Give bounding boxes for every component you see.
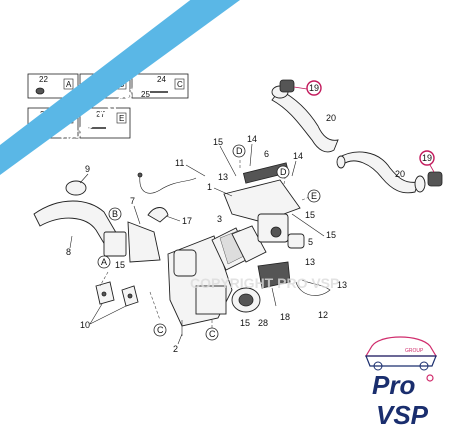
heater-housing: [167, 235, 233, 336]
clip-icon: [35, 87, 45, 95]
legend-num-27: 27: [96, 110, 105, 119]
callout-1: 1: [207, 182, 212, 192]
callout-19-right-ring: [419, 150, 435, 166]
callout-6: 6: [264, 149, 269, 159]
legend-letter-e: E: [119, 114, 124, 123]
legend-letter-c: C: [177, 80, 183, 89]
marker-d-1: D: [236, 146, 243, 156]
callout-15-right: 15: [326, 230, 336, 240]
copyright-watermark: COPYRIGHT PRO VSP: [190, 275, 339, 291]
callout-2: 2: [173, 344, 178, 354]
marker-c-1: C: [157, 325, 164, 335]
callout-15-bottom: 15: [240, 318, 250, 328]
brackets-10: [95, 281, 139, 307]
marker-a: A: [101, 257, 107, 267]
marker-e: E: [311, 191, 317, 201]
logo-vsp-text: VSP: [376, 400, 429, 430]
letter-markers: A B C C C D D E: [97, 144, 321, 341]
marker-c-2: C: [209, 329, 216, 339]
heater-core-1: [223, 162, 301, 243]
motor-5: [287, 233, 305, 249]
hose-20-right: [336, 151, 443, 194]
marker-b: B: [112, 209, 118, 219]
callout-13-mid: 13: [305, 257, 315, 267]
callout-11: 11: [175, 158, 184, 168]
website-banner: pro-pieces-vsp.com: [0, 0, 240, 175]
clamp-9: [65, 180, 87, 196]
callout-13-top: 13: [218, 172, 228, 182]
callout-15-left: 15: [115, 260, 125, 270]
callout-17: 17: [182, 216, 192, 226]
resistor-18: [257, 261, 291, 307]
callout-20-right: 20: [395, 169, 405, 179]
callout-13-right: 13: [337, 280, 347, 290]
pipe-17: [147, 207, 169, 223]
legend-num-22: 22: [39, 75, 48, 84]
marker-d-2: D: [280, 167, 287, 177]
cable-12: [295, 279, 331, 296]
logo-pro-text: Pro: [372, 370, 415, 400]
callout-20-upper: 20: [326, 113, 336, 123]
logo-group-text: GROUP: [405, 348, 424, 354]
duct-8: [33, 200, 127, 257]
callout-5: 5: [308, 237, 313, 247]
bracket-7: [127, 221, 161, 263]
callout-7: 7: [130, 196, 135, 206]
callout-14-right: 14: [293, 151, 303, 161]
callout-10: 10: [80, 320, 90, 330]
callout-18: 18: [280, 312, 290, 322]
cable-11: [137, 172, 197, 194]
callout-15-top: 15: [213, 137, 223, 147]
callout-28: 28: [258, 318, 268, 328]
callout-12: 12: [318, 310, 328, 320]
callout-14-left: 14: [247, 134, 257, 144]
legend-num-24: 24: [157, 75, 166, 84]
callout-19-right: 19: [422, 153, 432, 163]
connector-19-upper: [279, 79, 295, 93]
callout-15-mid: 15: [305, 210, 315, 220]
pro-vsp-logo: GROUP Pro VSP: [364, 336, 438, 430]
callout-19-upper-ring: [306, 80, 322, 96]
callout-19-upper: 19: [309, 83, 319, 93]
legend-letter-a: A: [66, 80, 72, 89]
filter-3: [211, 225, 267, 271]
hose-20-upper: [271, 79, 339, 153]
callout-9: 9: [85, 164, 90, 174]
connector-19-right: [427, 171, 443, 187]
callout-8: 8: [66, 247, 71, 257]
callout-3: 3: [217, 214, 222, 224]
legend-num-25: 25: [141, 90, 150, 99]
